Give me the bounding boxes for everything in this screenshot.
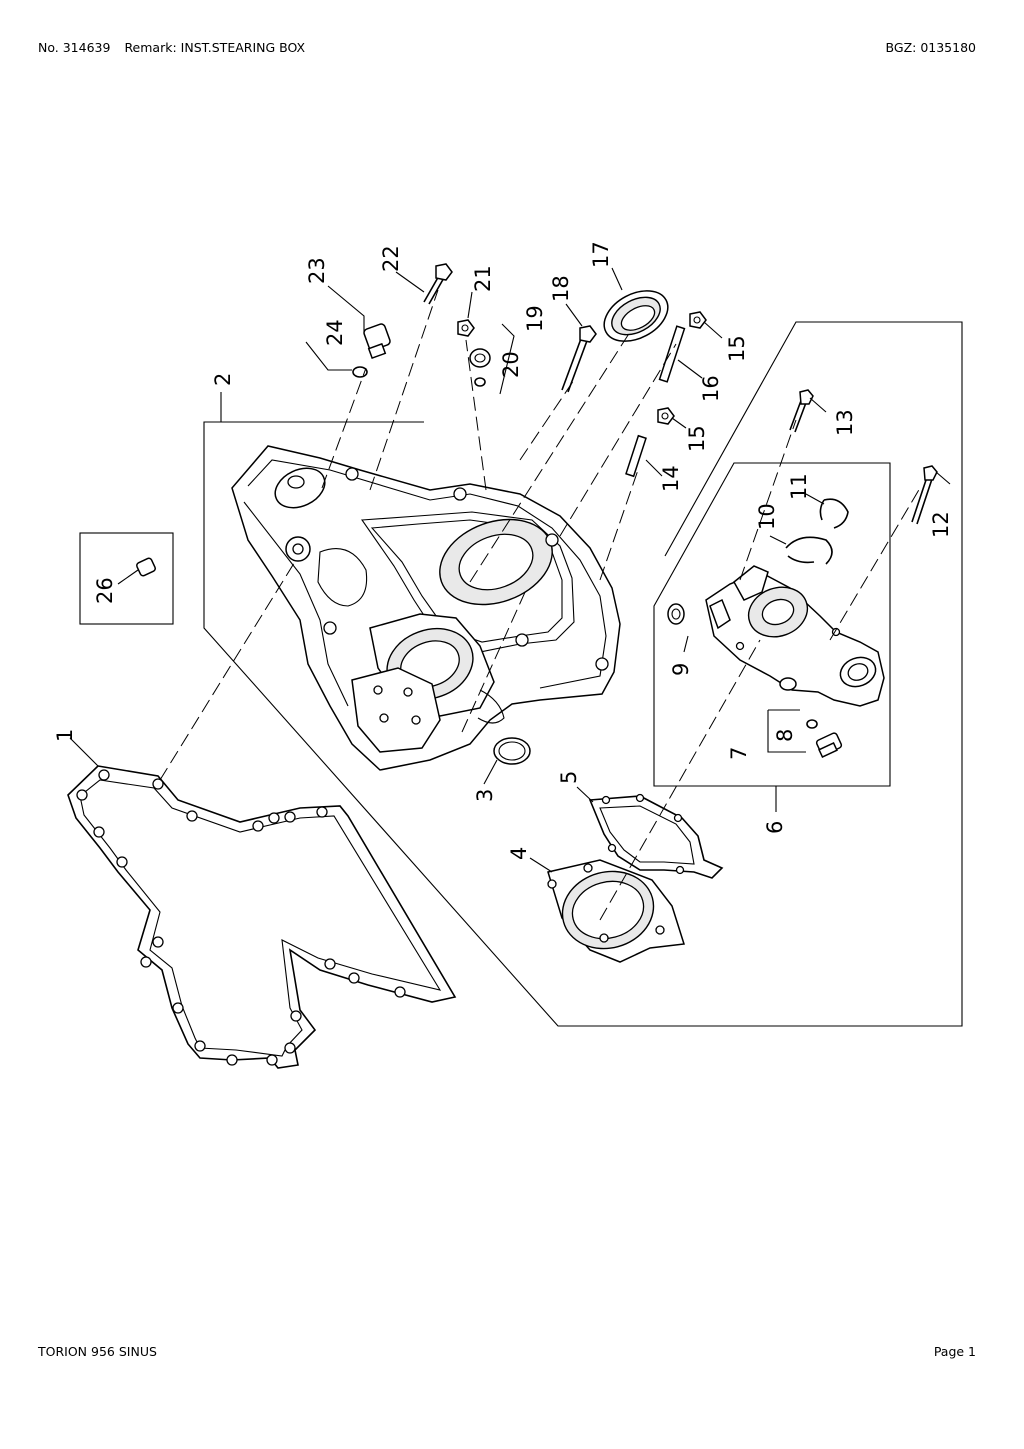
centerline-13 [739,419,797,581]
sleeve-part-26 [136,557,156,577]
callout-22: 22 [379,245,403,272]
callout-19: 19 [523,305,547,332]
plug-part-20 [469,348,491,387]
gasket-part-1 [67,765,457,1069]
model-name: TORION 956 SINUS [38,1344,157,1359]
seal-part-17 [603,290,669,342]
callout-17: 17 [589,241,613,268]
leader-bracket-7-8 [767,710,806,753]
bolt-part-13 [789,389,814,433]
seal-ring-part-24 [352,366,368,378]
leader-13 [809,397,827,413]
callout-6: 6 [763,821,787,834]
callout-2: 2 [211,373,235,386]
nut-part-21 [457,319,475,337]
assembly-2-outline [203,321,963,1027]
callout-11: 11 [787,473,811,500]
pump-assembly-parts-7-11 [667,498,885,759]
callout-12: 12 [929,511,953,538]
leader-19-20 [499,323,515,395]
cover-part-4 [547,859,685,963]
centerline-17 [469,331,631,583]
leader-10 [769,535,787,545]
page-number: Page 1 [933,1344,976,1359]
callout-13: 13 [833,409,857,436]
callout-7: 7 [727,747,751,760]
callout-15-upper: 15 [725,335,749,362]
stud-part-14 [625,434,647,478]
leader-14 [645,459,663,477]
callout-16: 16 [699,375,723,402]
centerline-1 [159,559,297,781]
callout-3: 3 [473,789,497,802]
centerline-3 [461,589,527,733]
centerline-22 [369,289,439,491]
leader-1 [69,737,99,767]
bolt-part-22 [423,263,453,305]
callout-15-lower: 15 [685,425,709,452]
leader-22 [395,271,425,293]
leader-15b [703,321,723,339]
bolt-part-18 [561,325,597,393]
callout-24: 24 [323,319,347,346]
centerline-20 [465,339,487,491]
callout-23: 23 [305,257,329,284]
callout-14: 14 [659,465,683,492]
leader-21 [467,291,473,319]
leader-17 [611,267,623,291]
bgz-code: BGZ: 0135180 [885,40,976,55]
centerline-24 [321,367,367,489]
gasket-part-5 [588,793,724,879]
callout-9: 9 [669,663,693,676]
centerline-16 [559,343,677,537]
callout-21: 21 [471,265,495,292]
stud-part-16 [658,325,686,383]
plug-part-23 [363,323,391,360]
callout-4: 4 [507,847,531,860]
leader-4 [529,857,553,873]
centerline-12 [829,487,921,641]
document-number: No. 314639 [38,40,111,55]
centerline-14 [599,469,639,581]
header-left: No. 314639 Remark: INST.STEARING BOX [38,40,315,55]
leader-3 [483,759,498,785]
front-housing-part-2 [231,445,621,771]
leader-5 [576,786,594,803]
nut-part-15b [689,311,707,329]
callout-10: 10 [755,503,779,530]
bolt-part-12 [911,465,938,525]
leader-24 [305,341,352,371]
leader-26 [117,569,139,585]
leader-12 [935,471,951,485]
leader-11 [805,493,825,505]
assembly-6-outline [653,462,891,787]
leader-15a [671,417,687,429]
callout-26: 26 [93,577,117,604]
centerline-18 [519,379,575,461]
callout-5: 5 [557,771,581,784]
callout-20: 20 [499,351,523,378]
leader-18 [565,303,583,327]
centerline-4 [599,639,761,921]
callout-1: 1 [53,729,77,742]
document-remark: Remark: INST.STEARING BOX [124,40,306,55]
leader-16 [677,359,703,379]
leader-9 [683,635,689,653]
item-26-box [79,532,174,625]
callout-18: 18 [549,275,573,302]
leader-23 [327,285,365,332]
nut-part-15a [657,407,675,425]
callout-8: 8 [773,729,797,742]
